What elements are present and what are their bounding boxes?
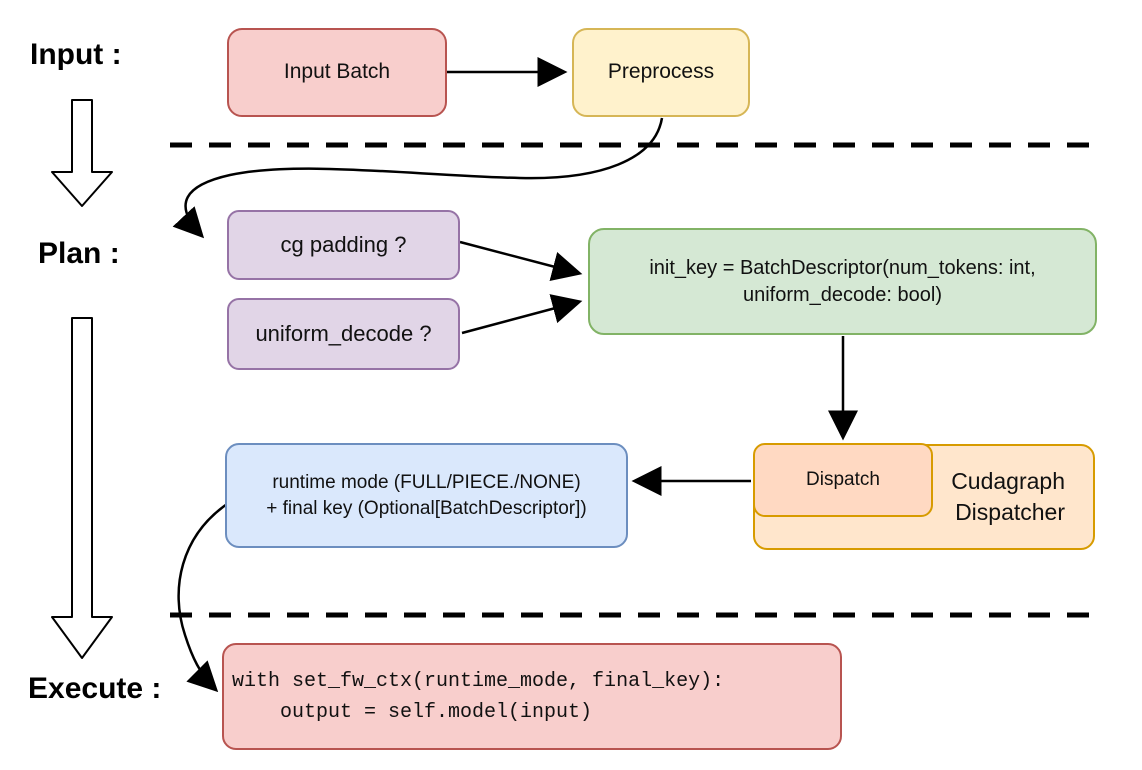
node-uniform-decode-label: uniform_decode ? (255, 321, 432, 347)
node-runtime-mode-line2: + final key (Optional[BatchDescriptor]) (266, 497, 587, 519)
stage-label-plan: Plan : (38, 237, 120, 270)
node-init-key-line2: uniform_decode: bool) (742, 283, 942, 306)
node-input-batch-label: Input Batch (283, 60, 391, 84)
down-arrow-icon (51, 317, 113, 659)
node-cudagraph-dispatcher-line1: Cudagraph (951, 467, 1065, 494)
node-preprocess-label: Preprocess (607, 60, 715, 84)
node-dispatch: Dispatch (753, 443, 933, 517)
node-dispatch-label: Dispatch (806, 469, 880, 491)
node-uniform-decode: uniform_decode ? (227, 298, 460, 370)
stage-label-input: Input : (30, 38, 122, 71)
node-init-key: init_key = BatchDescriptor(num_tokens: i… (588, 228, 1097, 335)
node-cg-padding-label: cg padding ? (280, 232, 407, 258)
node-runtime-mode-result: runtime mode (FULL/PIECE./NONE) + final … (225, 443, 628, 548)
node-init-key-line1: init_key = BatchDescriptor(num_tokens: i… (649, 256, 1036, 279)
node-input-batch: Input Batch (227, 28, 447, 117)
arrow-uniformdecode-to-initkey (461, 294, 583, 335)
node-preprocess: Preprocess (572, 28, 750, 117)
node-cg-padding: cg padding ? (227, 210, 460, 280)
node-runtime-mode-line1: runtime mode (FULL/PIECE./NONE) (272, 471, 581, 493)
down-arrow-icon (51, 99, 113, 207)
arrow-cgpadding-to-initkey (459, 240, 583, 282)
node-cudagraph-dispatcher-line2: Dispatcher (955, 499, 1065, 525)
execute-code-line1: with set_fw_ctx(runtime_mode, final_key)… (232, 669, 725, 693)
node-execute-code: with set_fw_ctx(runtime_mode, final_key)… (222, 643, 842, 750)
stage-label-execute: Execute : (28, 672, 162, 705)
execute-code-line2: output = self.model(input) (232, 700, 593, 724)
